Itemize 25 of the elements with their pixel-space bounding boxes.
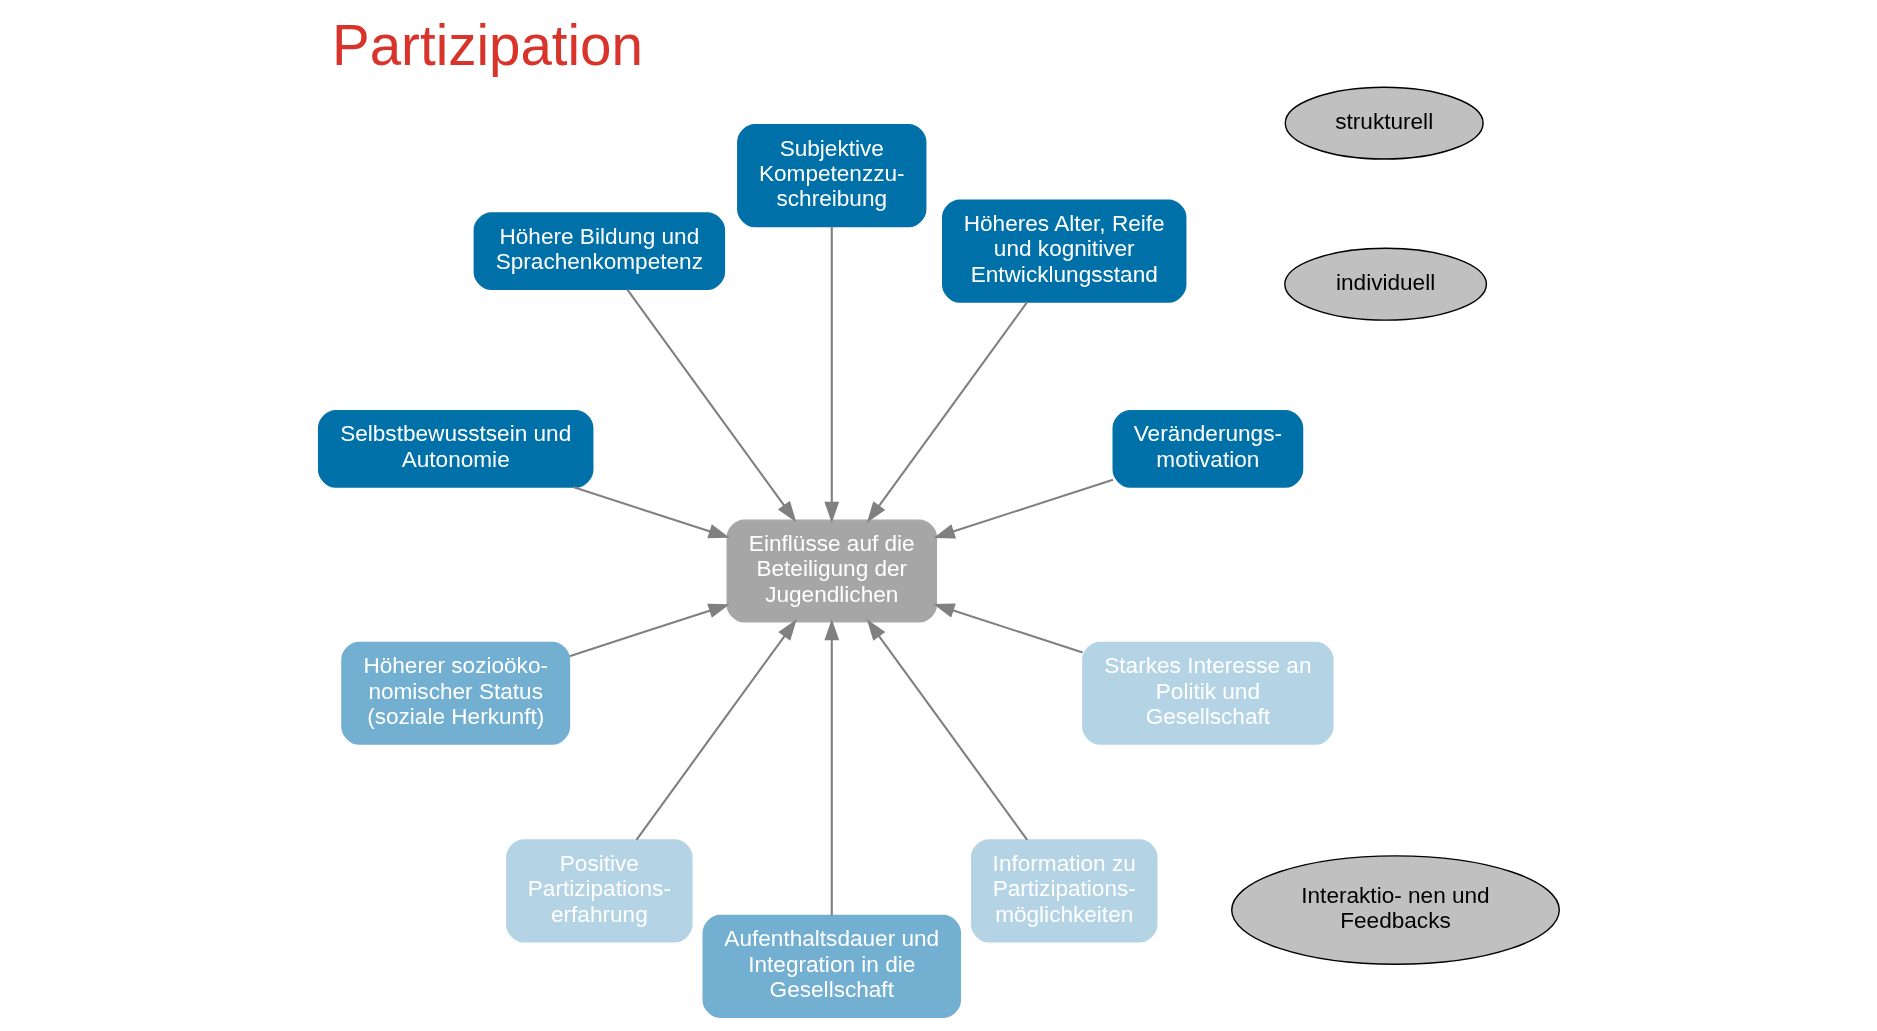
node-box: Positive Partizipations- erfahrung [505, 839, 693, 943]
arrow [932, 603, 1083, 654]
arrow [933, 478, 1113, 539]
node-box: Subjektive Kompetenzzu- schreibung [736, 124, 926, 228]
arrow [823, 619, 839, 916]
node-box: Höherer sozioöko- nomischer Status (soziale Herkunft) [340, 641, 570, 745]
node-box: Einflüsse auf die Beteiligung der Jugendlichen [726, 519, 937, 623]
arrow [572, 485, 730, 539]
node-ellipse: strukturell [1284, 86, 1484, 160]
node-box: Höheres Alter, Reife und kognitiver Entwicklungsstand [941, 199, 1186, 303]
node-box: Selbstbewusstsein und Autonomie [317, 409, 593, 488]
arrow [866, 301, 1028, 523]
node-box: Aufenthaltsdauer und Integration in die Gesellschaft [702, 914, 961, 1018]
node-ellipse: individuell [1283, 247, 1487, 321]
arrow [866, 619, 1028, 841]
node-box: Veränderungs- motivation [1112, 409, 1303, 488]
diagram-title: Partizipation [331, 13, 643, 77]
node-box: Höhere Bildung und Sprachenkompetenz [473, 212, 725, 290]
arrow [568, 603, 730, 658]
arrow [626, 289, 796, 523]
arrow [635, 619, 797, 841]
node-box: Information zu Partizipations- möglichkeiten [970, 839, 1157, 943]
node-box: Starkes Interesse an Politik und Gesellschaft [1081, 641, 1334, 745]
arrow [823, 226, 839, 523]
node-ellipse: Interaktio- nen und Feedbacks [1230, 855, 1560, 965]
